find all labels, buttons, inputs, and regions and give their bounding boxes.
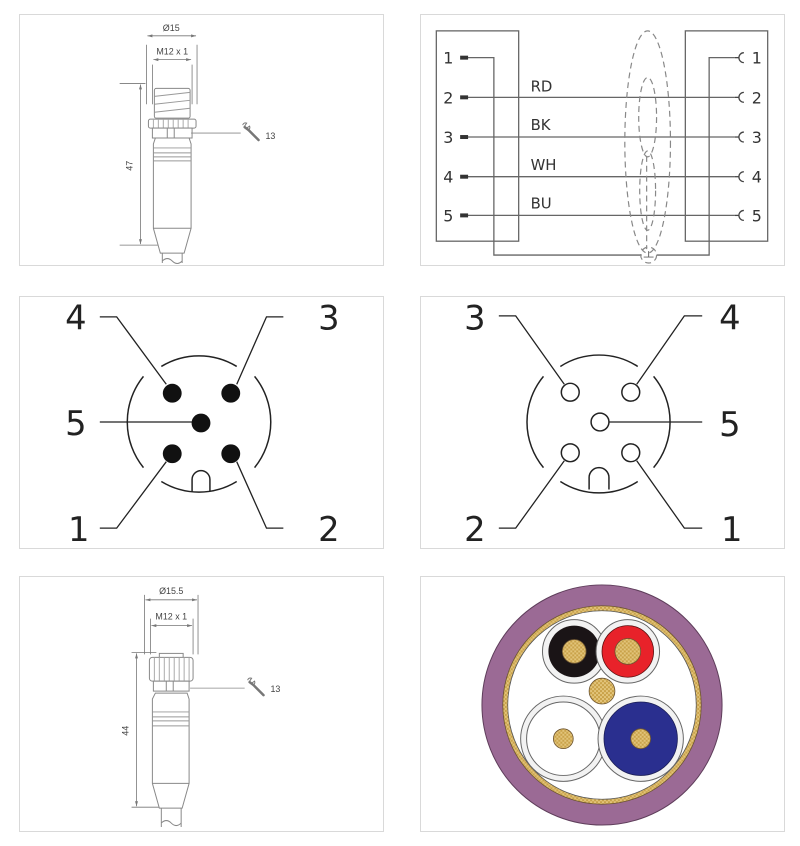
wire-color-label: RD [531, 77, 553, 95]
diameter-label: Ø15.5 [159, 586, 183, 596]
male-pinout: 4 3 5 1 2 [65, 299, 339, 548]
female-connector-drawing: Ø15.5 M12 x 1 44 13 [121, 586, 280, 828]
pin-label-5: 5 [719, 405, 740, 444]
left-pin-label: 5 [443, 206, 453, 225]
pin-label-1: 1 [721, 510, 742, 548]
wrench-icon [242, 122, 260, 142]
male-pins [162, 383, 241, 464]
female-connector-drawing-panel: Ø15.5 M12 x 1 44 13 [19, 576, 384, 832]
male-pin-stubs [460, 55, 469, 218]
cable-cross-section-panel [420, 576, 785, 832]
wire-color-label: WH [531, 156, 557, 174]
left-pin-label: 1 [443, 49, 453, 68]
wiring-diagram: 1 2 3 4 5 1 2 3 4 5 RD BK WH BU [435, 30, 769, 264]
male-pinout-panel: 4 3 5 1 2 [19, 296, 384, 549]
left-pin-label: 4 [443, 168, 453, 187]
right-pin-label: 1 [752, 49, 762, 68]
pin-label-3: 3 [318, 299, 339, 338]
pin-label-2: 2 [464, 510, 485, 548]
thread-label: M12 x 1 [155, 612, 187, 622]
female-sockets [560, 382, 641, 463]
male-connector-drawing-panel: Ø15 M12 x 1 47 13 [19, 14, 384, 266]
length-label: 44 [121, 726, 131, 736]
right-pin-label: 3 [752, 128, 762, 147]
right-pin-label: 4 [752, 168, 762, 187]
cable-cross-section [481, 584, 723, 826]
female-pinout-panel: 3 4 5 2 1 [420, 296, 785, 549]
diameter-label: Ø15 [163, 23, 180, 33]
right-pin-label: 2 [752, 88, 762, 107]
pin-label-3: 3 [464, 299, 485, 338]
wiring-diagram-panel: 1 2 3 4 5 1 2 3 4 5 RD BK WH BU [420, 14, 785, 266]
left-pin-label: 3 [443, 128, 453, 147]
male-connector-drawing: Ø15 M12 x 1 47 13 [119, 23, 275, 265]
pin-label-2: 2 [318, 510, 339, 548]
pin-label-4: 4 [65, 299, 86, 338]
ground-icon [643, 251, 654, 258]
left-pin-label: 2 [443, 88, 453, 107]
pin-label-5: 5 [65, 404, 86, 443]
cable-shield [624, 30, 672, 264]
wire-color-label: BU [531, 194, 552, 212]
pin-leaders [498, 315, 703, 529]
wrench-size-label: 13 [270, 684, 280, 694]
drain-wire [588, 677, 616, 705]
blue-conductor [597, 695, 684, 782]
connector-outline [526, 354, 671, 494]
length-label: 47 [125, 161, 135, 171]
female-pinout: 3 4 5 2 1 [464, 299, 742, 548]
female-socket-cups [734, 52, 744, 222]
right-pin-label: 5 [752, 206, 762, 225]
black-conductor [541, 619, 607, 684]
white-conductor [520, 695, 607, 782]
red-conductor [595, 619, 661, 684]
pin-leaders [99, 316, 284, 529]
pin-label-1: 1 [68, 510, 89, 548]
thread-label: M12 x 1 [156, 47, 188, 57]
wire-color-label: BK [531, 116, 552, 134]
pin-label-4: 4 [719, 299, 740, 338]
wrench-icon [247, 677, 265, 697]
wrench-size-label: 13 [265, 131, 275, 141]
